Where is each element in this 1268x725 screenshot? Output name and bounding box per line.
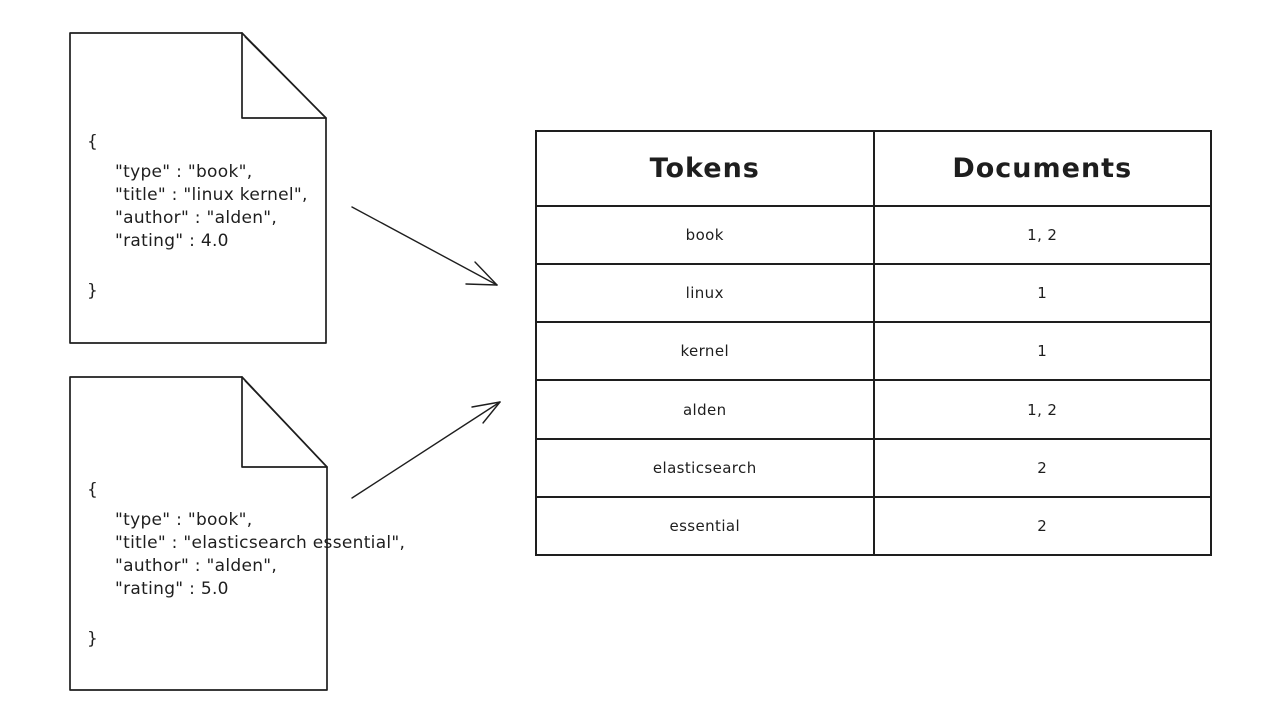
documents-cell: 2: [872, 495, 1212, 557]
json-line: "title" : "linux kernel",: [115, 185, 308, 205]
json-line: {: [87, 480, 99, 500]
table-row: kernel 1: [535, 321, 1212, 382]
document-1-shape: [69, 32, 327, 344]
json-line: "rating" : 5.0: [115, 579, 229, 599]
documents-cell: 1: [872, 263, 1212, 324]
documents-cell: 1, 2: [872, 379, 1212, 440]
page-fold-icon: [241, 32, 327, 119]
arrow-doc2-to-table: [351, 401, 501, 499]
document-2-shape: [69, 376, 328, 691]
json-line: }: [87, 281, 99, 301]
json-line: "rating" : 4.0: [115, 231, 229, 251]
documents-cell: 2: [872, 437, 1212, 498]
table-header-tokens: Tokens: [535, 130, 875, 207]
json-line: {: [87, 132, 99, 152]
table-header-documents: Documents: [872, 130, 1212, 207]
token-cell: linux: [535, 263, 875, 324]
documents-cell: 1, 2: [872, 204, 1212, 266]
arrow-doc1-to-table: [351, 206, 498, 286]
table-row: book 1, 2: [535, 204, 1212, 266]
table-row: alden 1, 2: [535, 379, 1212, 440]
page-fold-double-stroke: [244, 380, 326, 466]
json-line: }: [87, 629, 99, 649]
table-header-row: Tokens Documents: [535, 130, 1212, 207]
json-line: "author" : "alden",: [115, 208, 278, 228]
table-row: linux 1: [535, 263, 1212, 324]
documents-cell: 1: [872, 321, 1212, 382]
document-1-json: { "type" : "book", "title" : "linux kern…: [87, 131, 308, 303]
page-outline: [69, 32, 327, 344]
token-cell: kernel: [535, 321, 875, 382]
page-fold-double-stroke: [244, 36, 325, 117]
json-line: "type" : "book",: [115, 510, 253, 530]
token-cell: elasticsearch: [535, 437, 875, 498]
token-cell: essential: [535, 495, 875, 557]
page-fold-icon: [241, 376, 328, 468]
page-outline: [69, 376, 328, 691]
token-cell: alden: [535, 379, 875, 440]
json-line: "type" : "book",: [115, 162, 253, 182]
table-row: elasticsearch 2: [535, 437, 1212, 498]
document-2-json: { "type" : "book", "title" : "elasticsea…: [87, 479, 405, 651]
inverted-index-table: Tokens Documents book 1, 2 linux 1 kerne…: [535, 130, 1212, 557]
json-line: "author" : "alden",: [115, 556, 278, 576]
token-cell: book: [535, 204, 875, 266]
json-line: "title" : "elasticsearch essential",: [115, 533, 406, 553]
table-row: essential 2: [535, 495, 1212, 557]
